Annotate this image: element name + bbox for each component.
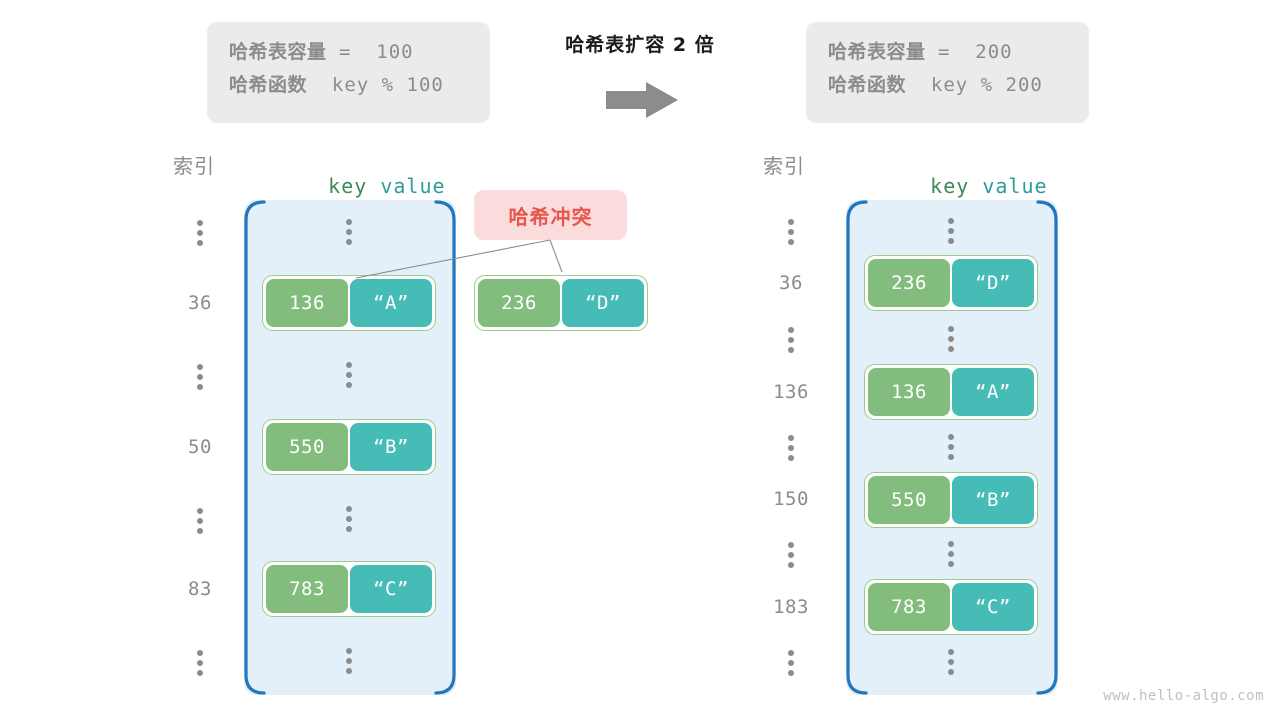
- ellipsis-icon: [197, 364, 203, 390]
- value-cell: “C”: [350, 565, 432, 613]
- value-cell: “C”: [952, 583, 1034, 631]
- ellipsis-icon: [788, 327, 794, 353]
- key-cell: 550: [868, 476, 950, 524]
- right-index-3: [750, 542, 832, 568]
- right-pair-36: 236 “D”: [864, 255, 1038, 311]
- key-cell: 783: [868, 583, 950, 631]
- key-cell: 136: [266, 279, 348, 327]
- left-index-0: [160, 220, 240, 246]
- capacity-line-before: 哈希表容量 = 100: [229, 36, 468, 69]
- capacity-label: 哈希表容量: [828, 41, 926, 63]
- key-cell: 550: [266, 423, 348, 471]
- right-index-136: 136: [773, 381, 809, 403]
- right-row-ellipsis-1: [945, 326, 957, 352]
- right-arrow-icon: [602, 80, 682, 120]
- right-pair-136: 136 “A”: [864, 364, 1038, 420]
- table-right-bracket: [1034, 200, 1060, 695]
- right-index-183: 183: [773, 596, 809, 618]
- value-cell: “A”: [952, 368, 1034, 416]
- info-box-before: 哈希表容量 = 100 哈希函数 key % 100: [207, 22, 490, 123]
- watermark: www.hello-algo.com: [1103, 688, 1264, 704]
- colliding-pair-236: 236 “D”: [474, 275, 648, 331]
- capacity-value: = 200: [925, 41, 1013, 63]
- value-cell: “B”: [952, 476, 1034, 524]
- value-cell: “A”: [350, 279, 432, 327]
- value-header-label: value: [380, 174, 446, 198]
- diagram-title: 哈希表扩容 2 倍: [565, 34, 715, 56]
- function-line-after: 哈希函数 key % 200: [828, 69, 1067, 102]
- ellipsis-icon: [788, 435, 794, 461]
- capacity-line-after: 哈希表容量 = 200: [828, 36, 1067, 69]
- left-index-50: 50: [188, 436, 212, 458]
- ellipsis-icon: [197, 508, 203, 534]
- key-cell: 136: [868, 368, 950, 416]
- table-left-bracket: [242, 200, 268, 695]
- key-header-label: key: [930, 174, 970, 198]
- capacity-label: 哈希表容量: [229, 41, 327, 63]
- right-row-ellipsis-4: [945, 649, 957, 675]
- right-index-0: [750, 219, 832, 245]
- right-index-36: 36: [779, 272, 803, 294]
- left-pair-36: 136 “A”: [262, 275, 436, 331]
- capacity-value: = 100: [326, 41, 414, 63]
- left-index-36: 36: [188, 292, 212, 314]
- table-left-bracket: [844, 200, 870, 695]
- left-index-2: [160, 508, 240, 534]
- function-value: key % 200: [906, 74, 1043, 96]
- left-index-1: [160, 364, 240, 390]
- right-pair-183: 783 “C”: [864, 579, 1038, 635]
- key-cell: 236: [478, 279, 560, 327]
- left-row-ellipsis-0: [343, 219, 355, 245]
- right-kv-header: key value: [878, 150, 1048, 222]
- function-value: key % 100: [307, 74, 444, 96]
- right-index-header: 索引: [763, 154, 805, 178]
- key-cell: 783: [266, 565, 348, 613]
- value-cell: “D”: [562, 279, 644, 327]
- function-line-before: 哈希函数 key % 100: [229, 69, 468, 102]
- value-cell: “D”: [952, 259, 1034, 307]
- right-row-ellipsis-3: [945, 541, 957, 567]
- left-pair-50: 550 “B”: [262, 419, 436, 475]
- left-pair-83: 783 “C”: [262, 561, 436, 617]
- left-index-3: [160, 650, 240, 676]
- value-cell: “B”: [350, 423, 432, 471]
- left-index-header: 索引: [173, 154, 215, 178]
- collision-leader-lines: [355, 239, 563, 279]
- ellipsis-icon: [788, 542, 794, 568]
- ellipsis-icon: [788, 650, 794, 676]
- right-pair-150: 550 “B”: [864, 472, 1038, 528]
- value-header-label: value: [982, 174, 1048, 198]
- function-label: 哈希函数: [828, 74, 907, 96]
- right-index-4: [750, 650, 832, 676]
- left-kv-header: key value: [276, 150, 446, 222]
- left-row-ellipsis-1: [343, 362, 355, 388]
- right-index-1: [750, 327, 832, 353]
- key-header-label: key: [328, 174, 368, 198]
- right-row-ellipsis-0: [945, 218, 957, 244]
- table-right-bracket: [432, 200, 458, 695]
- key-cell: 236: [868, 259, 950, 307]
- left-index-83: 83: [188, 578, 212, 600]
- ellipsis-icon: [197, 220, 203, 246]
- left-row-ellipsis-3: [343, 648, 355, 674]
- ellipsis-icon: [788, 219, 794, 245]
- ellipsis-icon: [197, 650, 203, 676]
- info-box-after: 哈希表容量 = 200 哈希函数 key % 200: [806, 22, 1089, 123]
- hash-collision-badge: 哈希冲突: [474, 190, 627, 240]
- right-row-ellipsis-2: [945, 434, 957, 460]
- right-index-150: 150: [773, 488, 809, 510]
- function-label: 哈希函数: [229, 74, 308, 96]
- left-row-ellipsis-2: [343, 506, 355, 532]
- right-index-2: [750, 435, 832, 461]
